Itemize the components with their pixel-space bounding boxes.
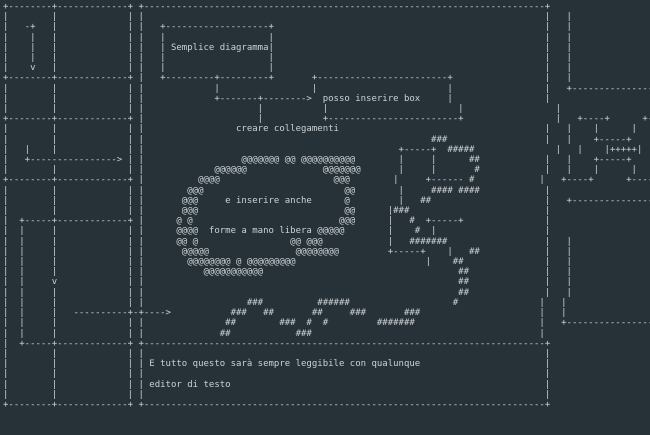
text-line: +--------+-------------+ +--------------… xyxy=(3,399,551,410)
text-line: | | | | @@@ e inserire anche @ | ## | +-… xyxy=(3,195,650,206)
text-line: | | | | @@@@@@ @@@@@@@ | | # | | | | | | xyxy=(3,165,650,176)
text-line: | | | | | @@@@ forme a mano libera @@@@@… xyxy=(3,226,551,237)
text-line: +--------+-------------+ | | +----------… xyxy=(3,114,650,125)
text-line: | | v | | ## | | xyxy=(3,277,572,288)
text-line: | | | | | ### ###### # | | xyxy=(3,297,567,308)
text-line: | | | | | ## ### # # ####### | +--------… xyxy=(3,318,650,329)
text-line: | +-----+-------------+ | @ @ @@@ | # +-… xyxy=(3,216,551,227)
text-line: | | | | creare collegamenti | | | | | xyxy=(3,124,650,135)
text-line: | | | | ### | | +-----+ | | xyxy=(3,134,650,145)
text-line: | | | | | | | | | xyxy=(3,53,572,64)
text-line: | | | | | | | | | xyxy=(3,32,572,43)
text-line: +--------+-------------+ | +---------+--… xyxy=(3,73,572,84)
text-line: | | | | | | xyxy=(3,12,572,23)
text-line: | | | | | | | | xyxy=(3,104,562,115)
text-line: | | | | | | | | +-------------------+ xyxy=(3,83,650,94)
text-line: | -+ | | | +-------------------+ | | xyxy=(3,22,572,33)
text-line: | | | | | @@@@@ @@@@@@@@ +-----+ | ## | … xyxy=(3,246,572,257)
text-line: +--------+-------------+ | @@@@ @@@ | +-… xyxy=(3,175,650,186)
text-line: | | | | | xyxy=(3,369,551,380)
text-line: | +----------------> | | @@@@@@@ @@ @@@@… xyxy=(3,155,650,166)
text-line: | | | | @@@ @@ | #### #### | | xyxy=(3,185,650,196)
text-line: | | | | | xyxy=(3,389,551,400)
ascii-art-document[interactable]: +--------+-------------+ +--------------… xyxy=(3,2,650,410)
text-line: | | | | | | Semplice diagramma| | | xyxy=(3,42,572,53)
text-line: | | | | | @@@@@@@@ @ @@@@@@@@@ | ## | | xyxy=(3,257,572,268)
text-line: | | | | | @@@@@@@@@@@ ## | | xyxy=(3,267,572,278)
text-line: | v | | | | | | | xyxy=(3,63,572,74)
text-line: | | | | | ## | | xyxy=(3,287,572,298)
text-line: | | | | +-------+--------> posso inserir… xyxy=(3,93,551,104)
text-line: | | | | editor di testo | xyxy=(3,379,551,390)
text-line: | | | | | xyxy=(3,348,551,359)
text-line: | | | | | ## ### | xyxy=(3,328,545,339)
text-line: | | | | | +-----+ ##### | | |+++++| | | xyxy=(3,144,650,155)
text-line: +--------+-------------+ +--------------… xyxy=(3,2,551,12)
text-line: | | | | | @@ @ @@ @@@ | ####### | | xyxy=(3,236,572,247)
text-line: | | | | @@@ @@ |### | xyxy=(3,206,551,217)
text-line: | +-----+-------------+ +---------------… xyxy=(3,338,551,349)
text-line: | | | ----------+-+----> ### ## ## ### #… xyxy=(3,308,567,319)
text-line: | | | | E tutto questo sarà sempre leggi… xyxy=(3,359,551,370)
